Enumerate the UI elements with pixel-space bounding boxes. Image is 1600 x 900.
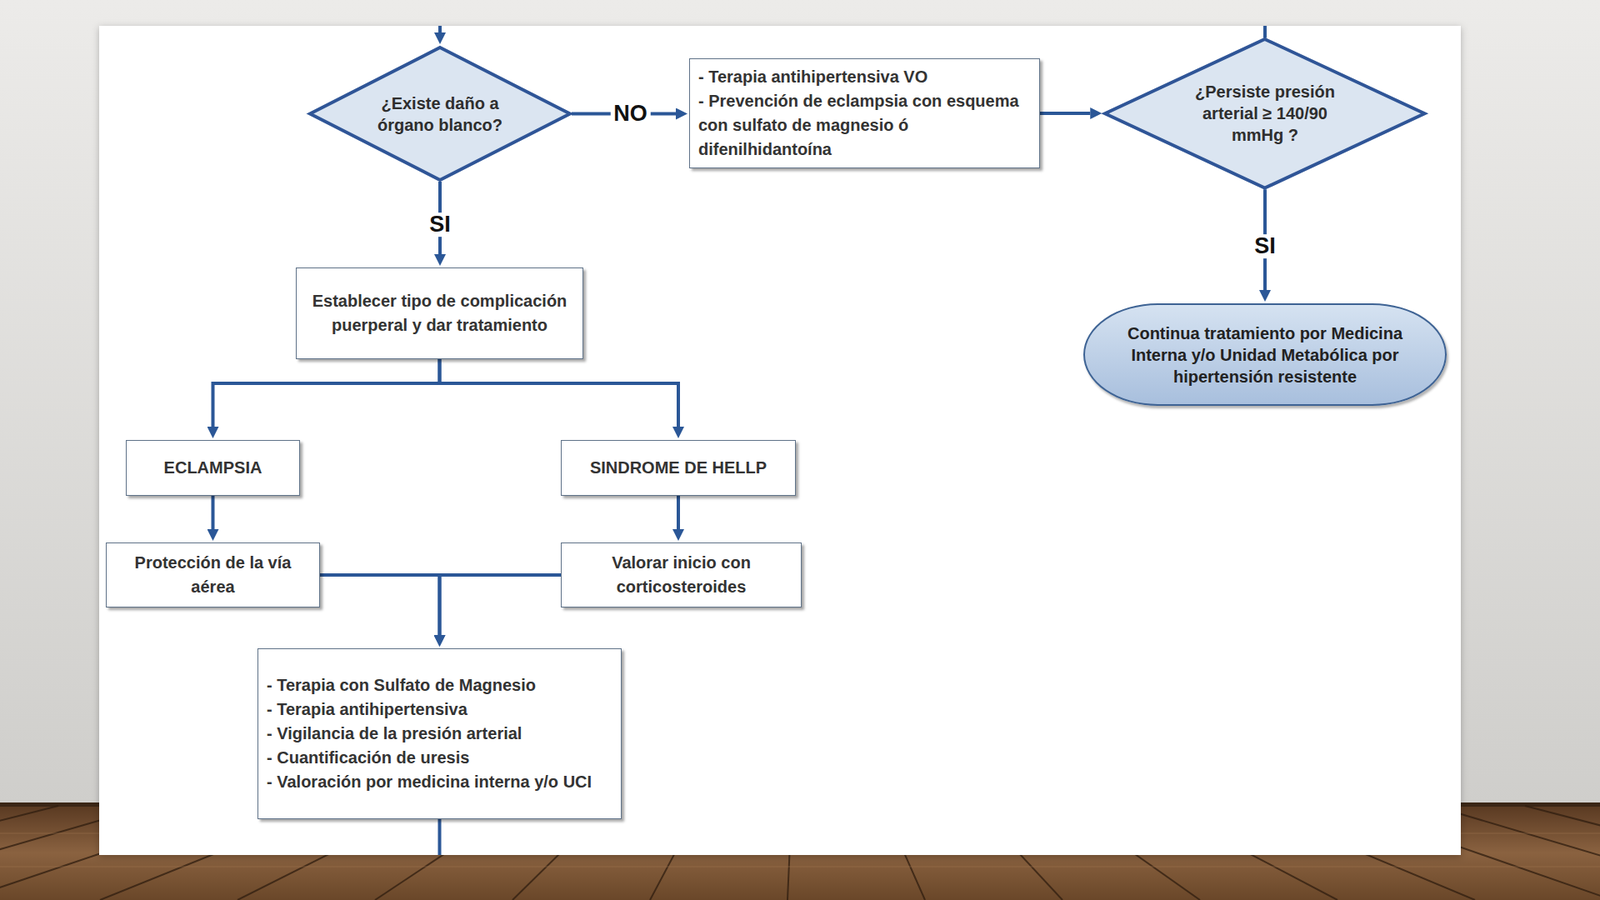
node-text: Continua tratamiento por Medicina Intern… [1126, 322, 1404, 388]
node-text: - Vigilancia de la presión arterial [266, 721, 613, 746]
diamond-shape [1105, 39, 1425, 189]
node-text: - Terapia antihipertensiva VO [698, 65, 1031, 90]
grain-line [0, 866, 1600, 868]
flow-connector [211, 495, 215, 530]
edge-label: NO [610, 101, 651, 127]
flow-connector [213, 359, 440, 427]
node-text: ¿Existe daño a órgano blanco? [377, 92, 503, 136]
incoming-flow-line [1263, 25, 1267, 39]
edge-label: SI [1250, 234, 1280, 260]
flow-connector [440, 575, 562, 635]
terminal-ellipse: Continua tratamiento por Medicina Intern… [1083, 303, 1447, 406]
diamond-text-holder: ¿Existe daño a órgano blanco? [377, 92, 503, 136]
process-box: Valorar inicio con corticosteroides [560, 542, 802, 608]
decision-diamond: ¿Persiste presión arterial ≥ 140/90 mmHg… [1103, 37, 1426, 190]
diamond-outline [308, 45, 572, 182]
diamond-shape [310, 47, 570, 180]
node-text: - Terapia antihipertensiva [266, 697, 613, 722]
node-text: - Prevención de eclampsia con esquema co… [698, 89, 1031, 162]
flow-connector [676, 495, 680, 530]
flow-connector [320, 575, 440, 635]
process-box: Establecer tipo de complicación puerpera… [295, 267, 584, 360]
node-text: Valorar inicio con corticosteroides [570, 550, 793, 600]
process-box: Protección de la vía aérea [105, 542, 320, 608]
outgoing-flow-line [438, 819, 442, 855]
edge-label: SI [425, 212, 455, 238]
diamond-text-holder: ¿Persiste presión arterial ≥ 140/90 mmHg… [1195, 80, 1335, 146]
node-text: - Cuantificación de uresis [266, 745, 613, 770]
process-box: SINDROME DE HELLP [560, 440, 796, 496]
flow-connector [440, 359, 680, 427]
process-box: - Terapia antihipertensiva VO- Prevenció… [689, 58, 1040, 169]
node-text: Establecer tipo de complicación puerpera… [305, 289, 575, 338]
node-text: - Terapia con Sulfato de Magnesio [266, 673, 613, 698]
node-text: SINDROME DE HELLP [570, 455, 787, 480]
node-text: ¿Persiste presión arterial ≥ 140/90 mmHg… [1195, 80, 1335, 146]
plank-line [0, 805, 59, 900]
node-text: Protección de la vía aérea [115, 550, 311, 600]
plank-line [1525, 805, 1600, 900]
incoming-flow-line [438, 25, 442, 33]
white-panel [99, 25, 1461, 855]
decision-diamond: ¿Existe daño a órgano blanco? [308, 45, 572, 182]
node-text: ECLAMPSIA [135, 455, 291, 480]
node-text: - Valoración por medicina interna y/o UC… [266, 770, 613, 795]
process-box: ECLAMPSIA [125, 440, 300, 496]
flow-connector [1040, 111, 1090, 115]
process-box: - Terapia con Sulfato de Magnesio- Terap… [257, 648, 622, 820]
